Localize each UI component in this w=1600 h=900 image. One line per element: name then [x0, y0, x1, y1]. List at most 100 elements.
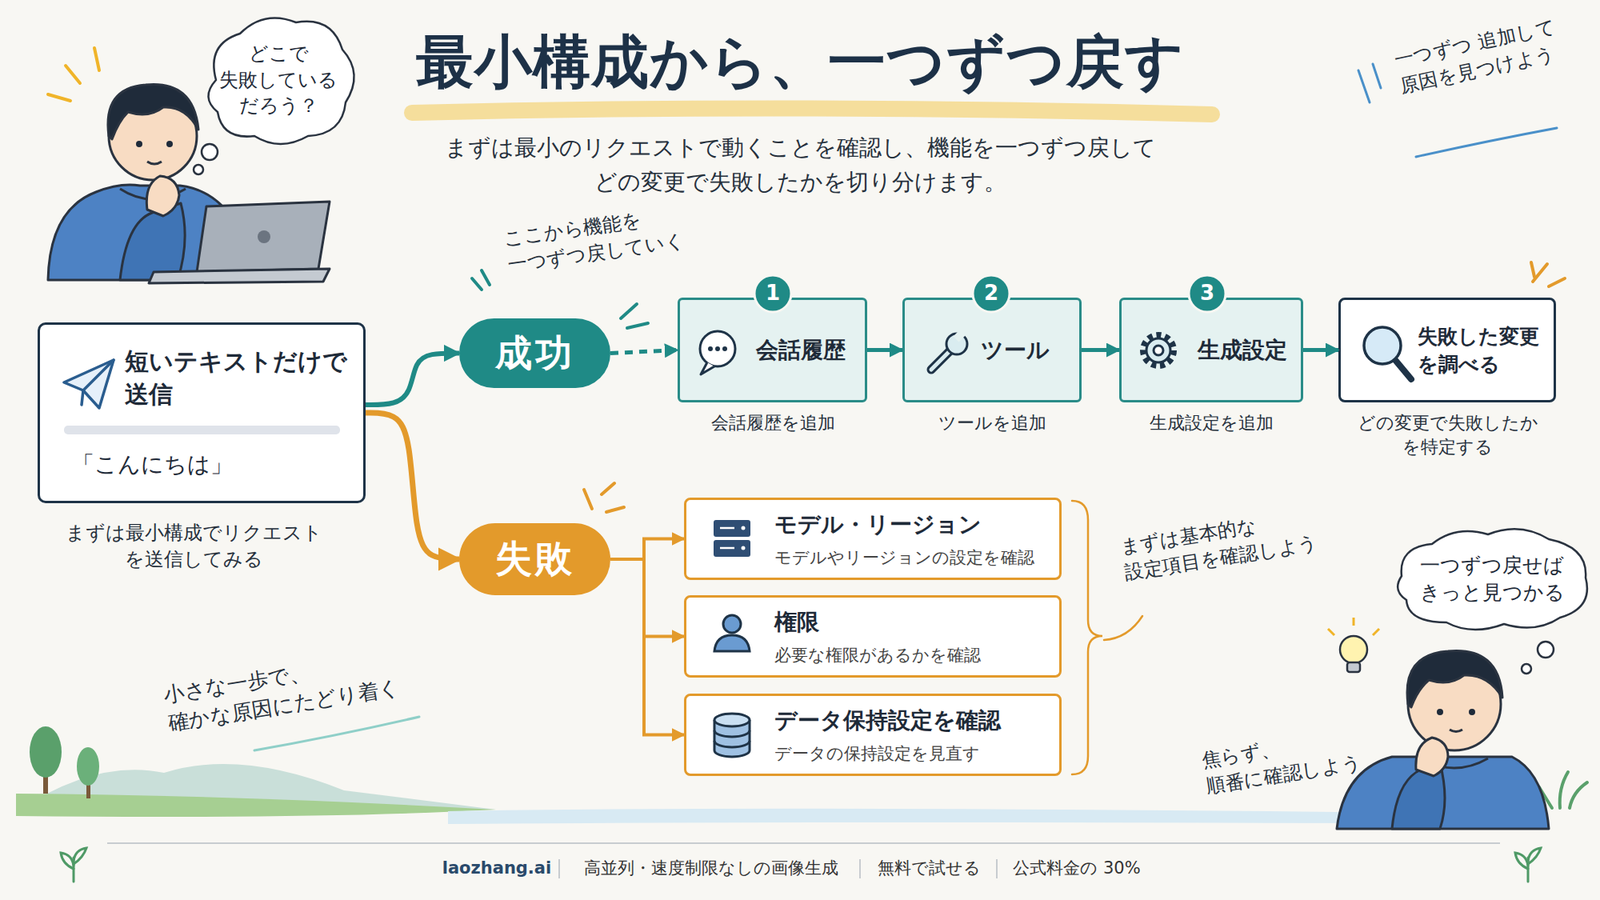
node-text: データの保持設定を見直す [774, 742, 1060, 765]
edge-group [365, 350, 1339, 736]
person-illustration [146, 176, 180, 216]
person-illustration [1420, 758, 1488, 768]
node-title: 失敗 [495, 534, 576, 584]
person-illustration [1436, 708, 1444, 716]
server-icon [720, 527, 735, 530]
gear-icon [1143, 335, 1174, 366]
orange-sparks [606, 507, 624, 512]
flow-arrow [867, 348, 903, 352]
callout-circle [1188, 275, 1226, 312]
plant-icon [60, 848, 1541, 882]
user-icon [714, 635, 750, 652]
person-illustration [166, 140, 173, 148]
teal-sparks [620, 304, 637, 319]
person-illustration [196, 201, 330, 272]
landscape [1560, 772, 1568, 808]
person-illustration [108, 84, 199, 140]
server-icon [713, 540, 751, 557]
person-illustration [1408, 657, 1501, 751]
step-box: ツール [902, 297, 1082, 403]
flow-arrow [365, 353, 460, 406]
bracket [1104, 616, 1143, 640]
landscape [1539, 772, 1588, 808]
lightbulb [1352, 617, 1356, 626]
orange-sparks [1532, 264, 1548, 282]
chat-icon [715, 346, 720, 352]
note-scribbles [1416, 128, 1557, 157]
callout-circle [754, 275, 1226, 312]
person-illustration [1407, 650, 1503, 708]
node-text: モデルやリージョンの設定を確認 [774, 546, 1060, 569]
note-text: 小さな一歩で、 確かな原因にたどり着く [161, 644, 408, 739]
thought-cloud [193, 164, 204, 175]
person-illustration [1336, 650, 1549, 829]
person-illustration [1416, 737, 1448, 776]
server-icon [720, 547, 735, 550]
gear-icon [1146, 338, 1171, 363]
note-scribbles [254, 64, 1557, 751]
flow-arrow [610, 559, 684, 736]
person-illustration [1336, 756, 1549, 829]
flow-arrow [1081, 348, 1120, 352]
title-highlight [412, 108, 1212, 115]
plant-icon [1527, 857, 1530, 882]
spark-lines [65, 65, 80, 84]
wrench-icon [946, 333, 968, 355]
send-icon [64, 360, 114, 408]
footer-rule [107, 842, 1500, 844]
footer-text: laozhang.ai [432, 856, 561, 880]
thought-cloud [208, 17, 354, 144]
thought-cloud [201, 144, 218, 160]
note-scribbles [254, 716, 420, 751]
teal-sparks [472, 278, 482, 290]
step-box: 生成設定 [1119, 297, 1304, 403]
orange-sparks [584, 489, 592, 509]
callout-number: 1 [754, 275, 792, 312]
magnifier-icon [1395, 360, 1412, 380]
orange-sparks [1531, 262, 1535, 277]
note-text: まずは最小構成でリクエスト を送信してみる [64, 520, 324, 573]
footer-text: 高並列・速度制限なしの画像生成 [575, 856, 848, 880]
node-title: ツール [980, 335, 1080, 366]
plant-icon [1515, 852, 1528, 869]
teal-sparks [627, 323, 648, 328]
node-title: モデル・リージョン [774, 509, 1060, 540]
flow-arrow [1303, 348, 1339, 352]
person-illustration [1392, 763, 1445, 829]
gear-icon [1153, 345, 1164, 356]
thought-cloud [1521, 664, 1532, 674]
note-text: 焦らず、 順番に確認しよう [1200, 722, 1371, 800]
input-bar [64, 425, 340, 435]
note-text: 生成設定を追加 [1115, 411, 1308, 436]
landscape [16, 764, 496, 812]
gear-icon [1143, 335, 1174, 366]
chat-icon [700, 331, 736, 367]
server-icon [741, 546, 746, 551]
thought-cloud [193, 17, 355, 175]
bracket [1072, 500, 1103, 775]
footer-text: 公式料金の 30% [1004, 856, 1149, 880]
footer-rule [996, 859, 998, 879]
footer-rule [859, 859, 861, 879]
database-icon [714, 730, 750, 748]
person-illustration [108, 92, 197, 180]
node-title: 一つずつ戻せば きっと見つかる [1416, 552, 1568, 607]
thought-cloud [1397, 528, 1588, 630]
node-title: 成功 [495, 328, 576, 379]
check-box: 権限必要な権限があるかを確認 [684, 595, 1062, 678]
landscape [43, 760, 48, 794]
plant-icon [1528, 848, 1541, 864]
person-illustration [48, 184, 250, 280]
flow-arrow [610, 559, 684, 637]
node-title: 短いテキストだけで 送信 [124, 345, 353, 411]
node-title: 会話履歴 [756, 335, 865, 366]
plant-icon [73, 848, 87, 864]
server-icon [713, 520, 751, 557]
callout-number: 2 [972, 275, 1010, 312]
magnifier-icon [1364, 327, 1401, 364]
magnifier-icon [1364, 327, 1412, 380]
landscape [1569, 782, 1588, 808]
note-text: 会話履歴を追加 [676, 411, 869, 436]
thought-bubble: 一つずつ戻せば きっと見つかる [1405, 540, 1579, 618]
